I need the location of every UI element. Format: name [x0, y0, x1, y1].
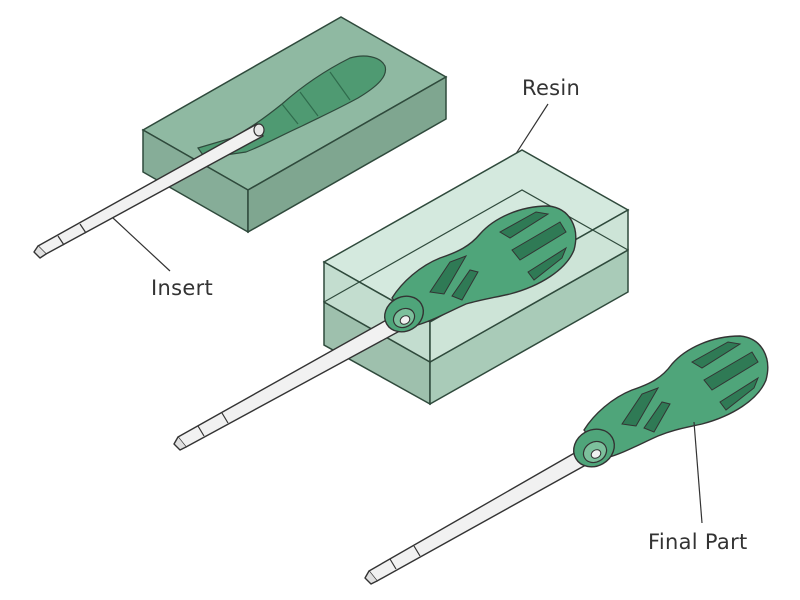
molded-handle-in-resin [384, 205, 577, 333]
handle-rib [429, 255, 468, 295]
shaft-tip [33, 245, 47, 259]
handle-body [391, 205, 577, 327]
resin-parting-line [323, 189, 629, 303]
handle-rib [451, 269, 479, 301]
mold-cavity-rib [281, 103, 299, 125]
shaft-tip [364, 570, 378, 585]
handle-rib [527, 246, 568, 281]
shaft-mark [79, 223, 87, 234]
handle-rib [643, 401, 671, 433]
shaft-mark [221, 412, 229, 424]
final-part-leader-line [693, 421, 703, 524]
shaft-end [253, 123, 265, 137]
resin-label: Resin [522, 76, 581, 100]
insert-shaft-1 [33, 123, 265, 259]
shaft-body [177, 312, 408, 448]
handle-rib [703, 351, 759, 391]
handle-rib [719, 376, 760, 411]
shaft-mark [413, 545, 421, 557]
handle-body [583, 335, 769, 459]
shaft-mark [197, 425, 205, 437]
mold-cavity-rib [299, 91, 319, 117]
shaft-body [368, 446, 594, 582]
handle-shaft-hole [590, 449, 602, 459]
handle-shaft-hole [399, 315, 411, 325]
mold-block [141, 16, 448, 234]
shaft-mark [57, 235, 65, 246]
final-handle [573, 335, 769, 468]
final-shaft [364, 446, 594, 585]
insert-shaft-2 [173, 312, 408, 451]
handle-rib [621, 387, 660, 427]
insert-leader-line [112, 217, 171, 272]
handle-rib [499, 211, 550, 239]
final-part-label: Final Part [648, 530, 748, 554]
shaft-mark [389, 558, 397, 570]
shaft-tip [173, 436, 187, 451]
handle-rib [691, 341, 742, 369]
insert-label: Insert [151, 276, 214, 300]
mold-right-face [247, 75, 447, 234]
handle-rib [511, 221, 567, 261]
mold-cavity-rib [329, 71, 351, 101]
